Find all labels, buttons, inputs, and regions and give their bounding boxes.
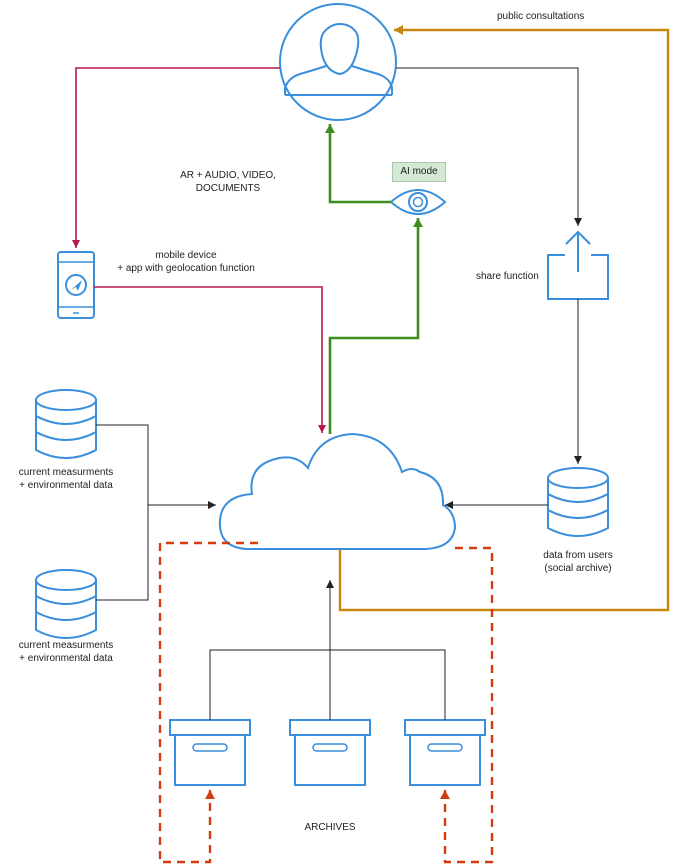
archive-box-icon-right: [404, 719, 486, 786]
label-ar-audio-line1: AR + AUDIO, VIDEO,: [180, 170, 276, 181]
label-measurements-top-line1: current measurments: [18, 467, 114, 478]
label-measurements-bottom-line1: current measurments: [18, 640, 114, 651]
connector-archives-to-cloud: [209, 649, 446, 720]
database-icon-bottom: [35, 569, 97, 639]
label-mobile-line1: mobile device: [155, 250, 217, 261]
dashed-loop-left: [158, 541, 258, 864]
label-archives: ARCHIVES: [304, 822, 356, 833]
label-share-function: share function: [476, 271, 539, 282]
label-measurements-bottom-line2: + environmental data: [19, 653, 113, 664]
database-icon-users: [547, 467, 609, 537]
eye-icon: [389, 189, 447, 215]
label-measurements-top-line2: + environmental data: [19, 480, 113, 491]
ai-mode-badge: AI mode: [392, 162, 446, 182]
label-ar-audio-line2: DOCUMENTS: [195, 183, 261, 194]
cloud-icon: [218, 432, 457, 550]
archive-box-icon-center: [289, 719, 371, 786]
label-users-line2: (social archive): [544, 563, 612, 574]
user-icon: [279, 3, 397, 121]
connector-mobile-to-cloud: [94, 286, 326, 433]
share-icon: [547, 230, 609, 300]
connector-user-to-share: [396, 67, 582, 226]
label-public-consultations: public consultations: [497, 11, 585, 22]
archive-box-icon-left: [169, 719, 251, 786]
connector-eye-to-user: [325, 124, 391, 204]
connector-dbs-to-cloud: [96, 424, 216, 601]
connector-public-consultations: [338, 25, 670, 612]
database-icon-top: [35, 389, 97, 459]
dashed-loop-right: [440, 546, 494, 864]
label-mobile-line2: + app with geolocation function: [117, 263, 255, 274]
connector-cloud-to-eye: [328, 218, 423, 434]
mobile-device-icon: [57, 251, 95, 319]
label-users-line1: data from users: [543, 550, 613, 561]
connector-user-to-mobile: [72, 67, 280, 248]
